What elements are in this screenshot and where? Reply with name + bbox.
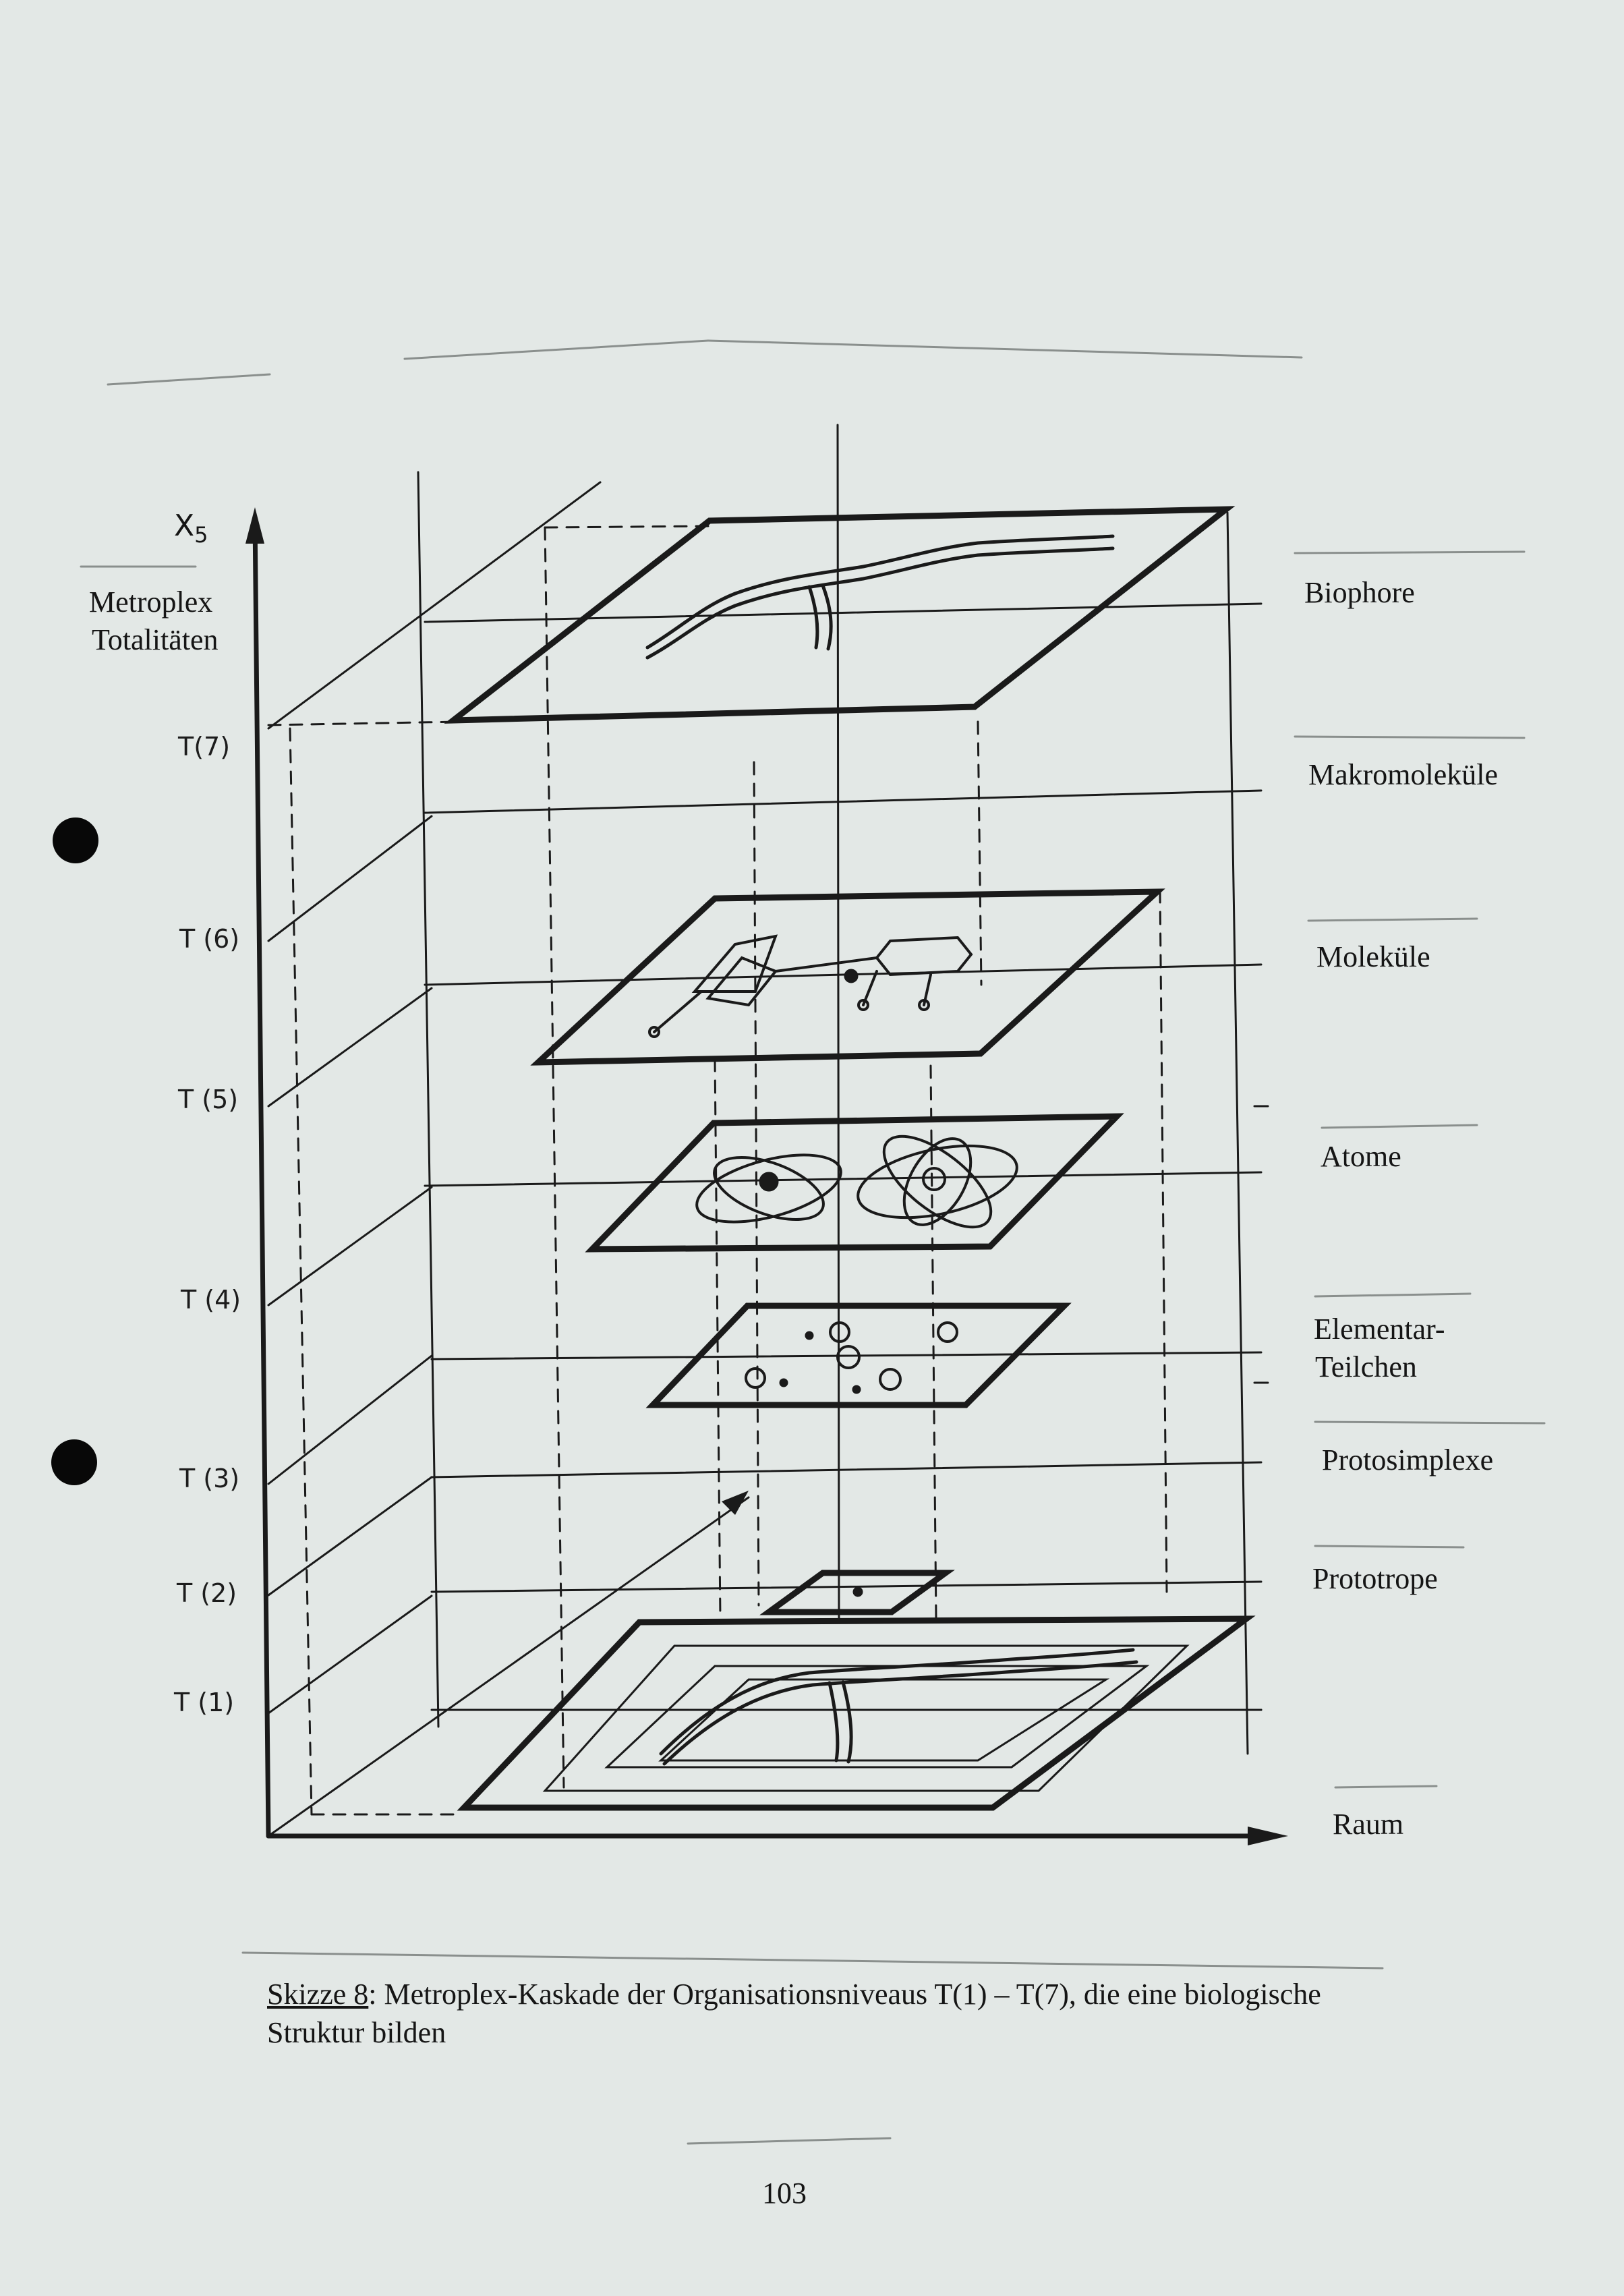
horizontal-axis-title: Raum — [1333, 1808, 1404, 1841]
label-elementar-line2: Teilchen — [1315, 1350, 1417, 1383]
plane-molekuele — [530, 888, 1165, 1066]
tick-t1: T (1) — [174, 1688, 235, 1717]
vertical-axis-arrowhead — [245, 507, 264, 544]
label-protosimplexe: Protosimplexe — [1322, 1443, 1494, 1476]
scan-marks — [80, 339, 1546, 2145]
horizontal-axis-arrowhead — [1248, 1827, 1288, 1845]
vertical-axis — [252, 515, 271, 1839]
plane-elementarteilchen — [645, 1302, 1072, 1408]
binder-hole-top — [53, 817, 98, 863]
tick-t2: T (2) — [177, 1578, 237, 1608]
vertical-axis-title-line2: Totalitäten — [92, 623, 219, 656]
caption-text: : Metroplex-Kaskade der Organisationsniv… — [267, 1978, 1321, 2050]
tick-t3: T (3) — [179, 1464, 240, 1493]
label-elementar-line1: Elementar- — [1314, 1313, 1445, 1346]
binder-hole-bottom — [51, 1439, 97, 1485]
label-prototrope: Prototrope — [1312, 1562, 1438, 1595]
plane-raum-base — [457, 1615, 1256, 1811]
label-atome: Atome — [1321, 1140, 1401, 1173]
tick-t7: T(7) — [178, 732, 231, 762]
figure-caption: Skizze 8: Metroplex-Kaskade der Organisa… — [267, 1975, 1414, 2052]
caption-reference: Skizze 8 — [267, 1978, 369, 2011]
label-biophore: Biophore — [1304, 576, 1415, 609]
tick-t4: T (4) — [181, 1285, 241, 1315]
tick-t5: T (5) — [178, 1085, 239, 1114]
plane-biophore — [444, 506, 1236, 724]
page-number: 103 — [762, 2177, 807, 2210]
tick-t6: T (6) — [179, 924, 240, 954]
plane-prototrope — [759, 1570, 955, 1615]
label-makromolekuele: Makromoleküle — [1308, 758, 1499, 791]
label-molekuele: Moleküle — [1316, 940, 1430, 973]
vertical-axis-title-line1: Metroplex — [89, 585, 213, 619]
axis-symbol: X5 — [174, 509, 208, 548]
plane-atome — [585, 1113, 1124, 1253]
